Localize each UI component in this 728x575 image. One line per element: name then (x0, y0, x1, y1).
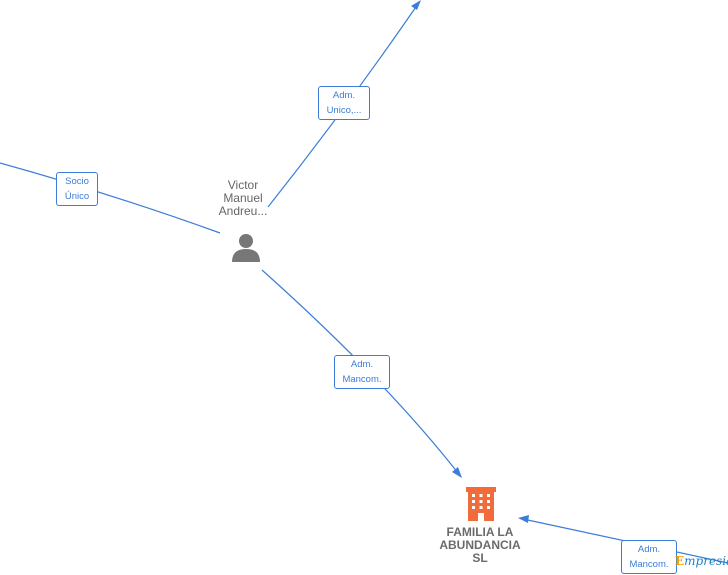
edge-socio-unico (0, 162, 221, 234)
person-name-line: Andreu... (218, 204, 268, 218)
edge-label-line: Unico,... (326, 105, 362, 116)
edge-label-line: Mancom. (629, 559, 669, 570)
person-name-line: Victor (227, 178, 259, 192)
edge-label-line: Adm. (637, 544, 661, 555)
company-node-label[interactable]: FAMILIA LA ABUNDANCIA SL (425, 526, 535, 565)
edge-label-line: Adm. (332, 90, 356, 101)
edge-label-socio-unico[interactable]: Socio Único (56, 172, 98, 206)
edge-adm-unico-arrowhead (411, 0, 421, 10)
person-icon[interactable] (232, 234, 260, 262)
company-name-line: FAMILIA LA (446, 525, 514, 539)
person-node-label[interactable]: Victor Manuel Andreu... (205, 179, 281, 218)
edge-label-line: Mancom. (342, 374, 382, 385)
empresia-watermark: Empresia (675, 554, 728, 568)
company-name-line: SL (472, 551, 488, 565)
building-icon[interactable] (466, 487, 496, 521)
edge-adm-mancom-2-arrowhead (518, 515, 529, 523)
company-name-line: ABUNDANCIA (439, 538, 521, 552)
edge-label-adm-unico[interactable]: Adm. Unico,... (318, 86, 370, 120)
edge-label-adm-mancom-1[interactable]: Adm. Mancom. (334, 355, 390, 389)
edge-label-line: Socio (65, 176, 89, 187)
edge-label-line: Adm. (350, 359, 374, 370)
edge-label-line: Único (64, 191, 90, 202)
edge-adm-mancom-1-arrowhead (452, 467, 462, 478)
person-name-line: Manuel (223, 191, 263, 205)
edge-label-adm-mancom-2[interactable]: Adm. Mancom. (621, 540, 677, 574)
